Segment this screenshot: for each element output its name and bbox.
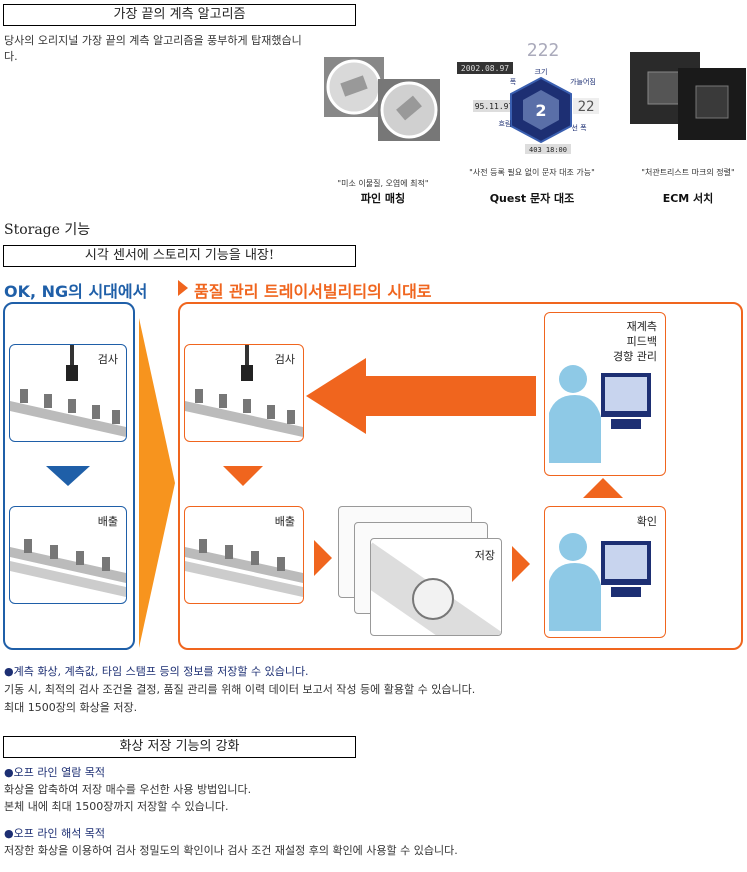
offline-view-line2: 본체 내에 최대 1500장까지 저장할 수 있습니다.: [4, 800, 229, 813]
quest-note: "사전 등록 필요 없이 문자 대조 가능": [469, 168, 595, 177]
old-discharge-label: 배출: [97, 515, 118, 528]
left-heading: OK, NG의 시대에서: [4, 282, 148, 301]
storage-image-front: 저장: [370, 538, 502, 636]
fine-matching-note: "미소 이물질, 오염에 최적": [337, 179, 429, 188]
conveyor-discharge-image-2: [185, 539, 303, 597]
offline-analysis-heading: ●오프 라인 해석 목적: [4, 827, 106, 840]
offline-view-heading: ●오프 라인 열람 목적: [4, 766, 106, 779]
side-digits: 22: [578, 99, 595, 115]
offline-analysis-line1: 저장한 화상을 이용하여 검사 정밀도의 확인이나 검사 조건 재설정 후의 확…: [4, 844, 458, 857]
quest-name: Quest 문자 대조: [489, 192, 575, 205]
review-labels: 재계측 피드백 경향 관리: [613, 319, 657, 364]
heading-arrow-icon: [178, 280, 188, 296]
ecm-name: ECM 서치: [662, 192, 714, 205]
confirm-label: 확인: [636, 515, 657, 528]
old-discharge-card: 배출: [9, 506, 127, 604]
confirm-card: 확인: [544, 506, 666, 638]
feedback-arrow-head-icon: [306, 358, 366, 434]
section1-title: 가장 끝의 계측 알고리즘: [3, 4, 356, 26]
operator-review-image: [549, 365, 651, 463]
right-heading: 품질 관리 트레이서빌리티의 시대로: [194, 282, 432, 301]
storage-heading: Storage 기능: [4, 222, 91, 238]
old-inspect-label: 검사: [97, 353, 118, 366]
hex-tl: 폭: [510, 78, 517, 86]
old-inspect-card: 검사: [9, 344, 127, 442]
conveyor-inspect-image-2: [185, 345, 303, 437]
storage-bullet: ●계측 화상, 계측값, 타임 스탬프 등의 정보를 저장할 수 있습니다.: [4, 665, 309, 678]
down-arrow-orange-icon: [223, 466, 263, 486]
new-discharge-label: 배출: [274, 515, 295, 528]
hex-bl: 흐림: [499, 120, 512, 128]
fine-matching-image: [322, 55, 442, 165]
right-arrow-2-icon: [512, 546, 530, 582]
offline-view-line1: 화상을 압축하여 저장 매수를 우선한 사용 방법입니다.: [4, 783, 252, 796]
section1-description: 당사의 오리지널 가장 끝의 계측 알고리즘을 풍부하게 탑재했습니다.: [4, 34, 302, 63]
feedback-arrow-body: [366, 376, 536, 416]
date-top: 2002.08.97: [461, 64, 509, 73]
fine-matching-name: 파인 매칭: [360, 192, 406, 205]
review-label-trend: 경향 관리: [613, 350, 657, 363]
right-arrow-1-icon: [314, 540, 332, 576]
conveyor-inspect-image: [10, 345, 126, 437]
new-discharge-card: 배출: [184, 506, 304, 604]
storage-note-line1: 기동 시, 최적의 검사 조건을 결정, 품질 관리를 위해 이력 데이터 보고…: [4, 683, 476, 696]
storage-label: 저장: [474, 549, 495, 562]
quest-diagram: 2002.08.97 222 95.11.97 2 크기 가늘어짐 선 폭 경도…: [455, 38, 605, 166]
hex-br: 선 폭: [571, 123, 587, 132]
up-arrow-orange-icon: [583, 478, 623, 498]
review-label-feedback: 피드백: [626, 335, 657, 348]
ecm-image: [630, 52, 746, 142]
new-inspect-card: 검사: [184, 344, 304, 442]
hex-center: 2: [535, 101, 546, 120]
ecm-note: "처관트리스트 마크의 정렬": [641, 168, 735, 177]
operator-confirm-image: [549, 533, 651, 631]
review-card: 재계측 피드백 경향 관리: [544, 312, 666, 476]
new-inspect-label: 검사: [274, 353, 295, 366]
storage-note-line2: 최대 1500장의 화상을 저장.: [4, 701, 138, 714]
down-arrow-icon: [46, 466, 90, 486]
big-digits: 222: [527, 40, 560, 61]
hex-top: 크기: [535, 67, 548, 76]
section3-title: 화상 저장 기능의 강화: [3, 736, 356, 758]
date-bottom: 403 18:00: [529, 146, 567, 154]
transition-arrow-icon: [139, 318, 175, 648]
conveyor-discharge-image: [10, 539, 126, 597]
review-label-remeasure: 재계측: [626, 320, 657, 333]
hex-tr: 가늘어짐: [570, 77, 596, 86]
date-left: 95.11.97: [475, 102, 514, 111]
section2-title: 시각 센서에 스토리지 기능을 내장!: [3, 245, 356, 267]
